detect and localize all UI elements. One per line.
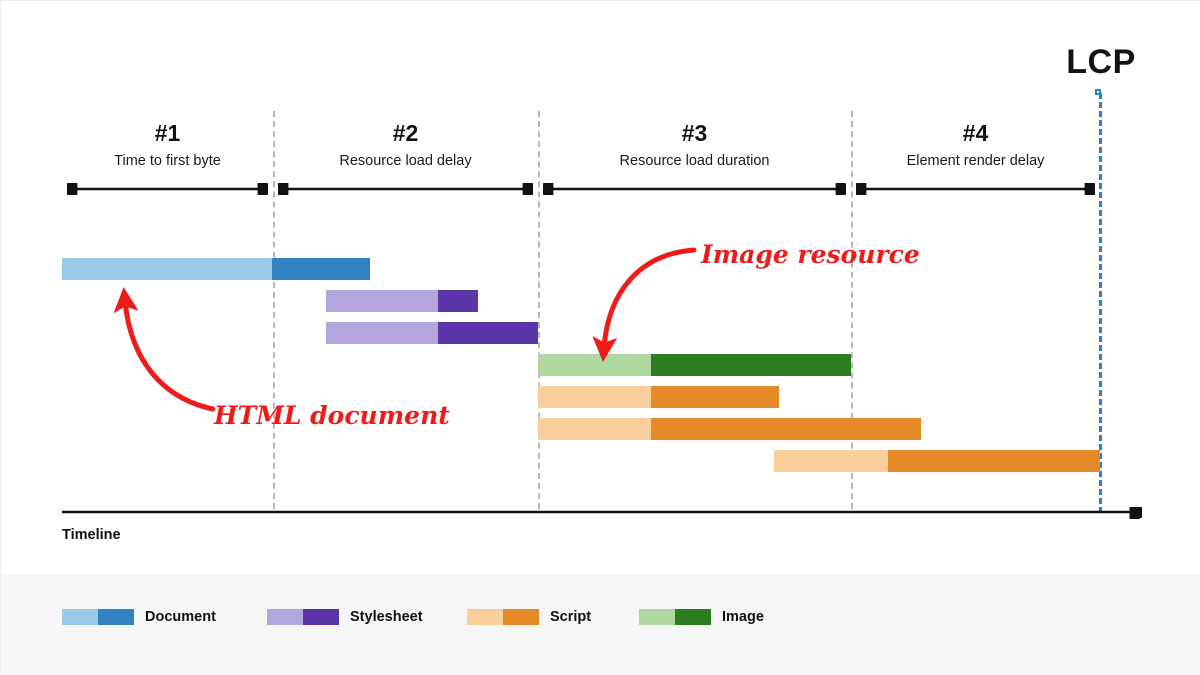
- legend-item-stylesheet: Stylesheet: [267, 609, 423, 625]
- lcp-label: LCP: [1066, 43, 1136, 81]
- phase-number: #2: [392, 120, 419, 146]
- phase-name: Resource load delay: [339, 153, 472, 169]
- script-bar-1-download-segment: [651, 386, 779, 408]
- script-bar-2-download-segment: [651, 418, 921, 440]
- stylesheet-bar-1: [326, 290, 478, 312]
- document-bar-wait-segment: [62, 258, 272, 280]
- timeline-axis: [62, 507, 1142, 519]
- script-bar-1: [538, 386, 779, 408]
- phase-name: Element render delay: [906, 153, 1045, 169]
- html-document-arrow: [113, 287, 216, 412]
- phase-divider-1: [273, 111, 275, 509]
- phase-name: Time to first byte: [114, 153, 221, 169]
- legend-label-image: Image: [722, 609, 764, 625]
- legend-label-script: Script: [550, 609, 592, 625]
- image-resource-arrow: [592, 247, 697, 362]
- legend-swatch-stylesheet: [267, 609, 339, 625]
- legend-item-image: Image: [639, 609, 764, 625]
- legend-swatch-image: [639, 609, 711, 625]
- stylesheet-bar-2-wait-segment: [326, 322, 438, 344]
- script-bar-1-wait-segment: [538, 386, 651, 408]
- document-bar-download-segment: [272, 258, 370, 280]
- stylesheet-bar-1-wait-segment: [326, 290, 438, 312]
- script-bar-3-download-segment: [888, 450, 1100, 472]
- lcp-dashed-line: [1099, 93, 1102, 513]
- legend-item-document: Document: [62, 609, 216, 625]
- legend-swatch-script: [467, 609, 539, 625]
- script-bar-3: [774, 450, 1100, 472]
- image-bar: [538, 354, 851, 376]
- phase-span-arrow-3: [543, 183, 846, 195]
- image-resource-annotation: Image resource: [701, 240, 920, 269]
- phase-number: #1: [154, 120, 181, 146]
- image-bar-wait-segment: [538, 354, 651, 376]
- script-bar-2: [538, 418, 921, 440]
- phase-divider-3: [851, 111, 853, 509]
- phase-name: Resource load duration: [619, 153, 770, 169]
- legend-swatch-document: [62, 609, 134, 625]
- document-bar: [62, 258, 370, 280]
- stylesheet-bar-1-download-segment: [438, 290, 478, 312]
- lcp-marker-cap: [1095, 89, 1101, 95]
- phase-span-arrow-4: [856, 183, 1095, 195]
- stylesheet-bar-2: [326, 322, 538, 344]
- phase-number: #3: [681, 120, 708, 146]
- html-document-annotation: HTML document: [214, 401, 450, 430]
- legend-item-script: Script: [467, 609, 591, 625]
- script-bar-2-wait-segment: [538, 418, 651, 440]
- legend-band: [1, 574, 1200, 675]
- phase-span-arrow-2: [278, 183, 533, 195]
- legend-label-stylesheet: Stylesheet: [350, 609, 423, 625]
- phase-number: #4: [962, 120, 989, 146]
- timeline-axis-label: Timeline: [62, 527, 121, 543]
- image-bar-download-segment: [651, 354, 851, 376]
- phase-span-arrow-1: [67, 183, 268, 195]
- script-bar-3-wait-segment: [774, 450, 888, 472]
- stylesheet-bar-2-download-segment: [438, 322, 538, 344]
- phase-divider-2: [538, 111, 540, 509]
- legend-label-document: Document: [145, 609, 216, 625]
